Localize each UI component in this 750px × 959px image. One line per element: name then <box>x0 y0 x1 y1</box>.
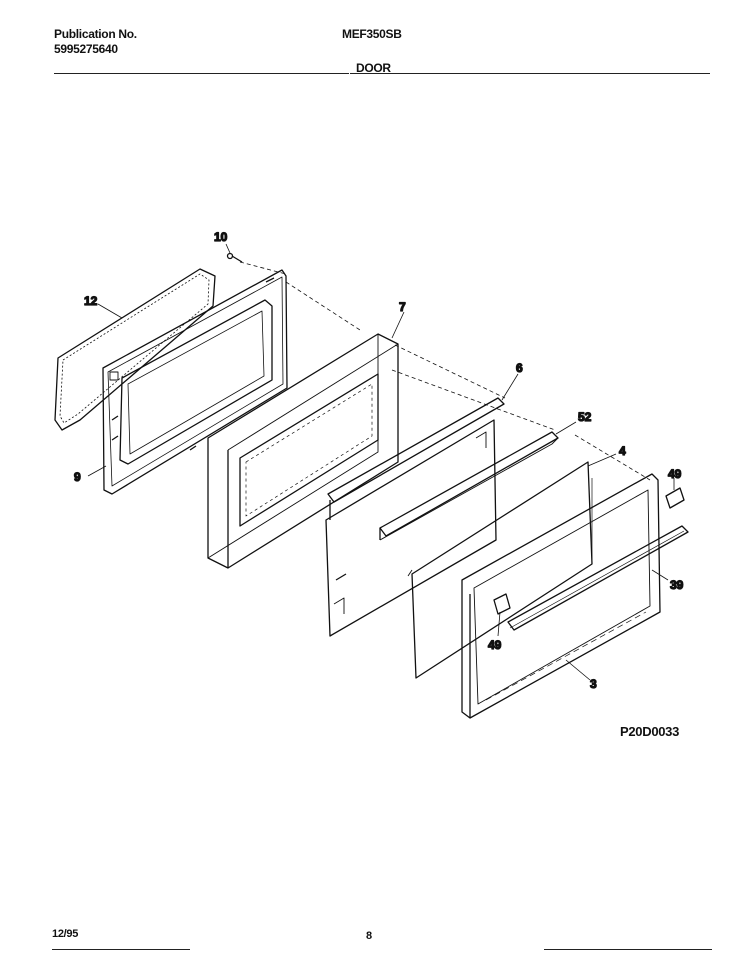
callout-4: 4 <box>619 444 626 458</box>
header-rule-right <box>350 73 710 74</box>
footer-rule-left <box>52 949 190 950</box>
section-title: DOOR <box>356 61 391 75</box>
part-49-end-cap-right <box>665 487 685 509</box>
callout-7: 7 <box>399 300 406 314</box>
part-10-screw <box>226 252 243 263</box>
part-6-retainer <box>325 397 505 637</box>
callout-39: 39 <box>670 578 684 592</box>
publication-label: Publication No. <box>54 27 137 41</box>
callout-12: 12 <box>84 294 98 308</box>
footer-page-number: 8 <box>366 930 372 942</box>
callout-49-left: 49 <box>488 638 502 652</box>
callout-49-right: 49 <box>668 467 682 481</box>
drawing-code: P20D0033 <box>620 724 680 739</box>
callout-9: 9 <box>74 470 81 484</box>
assembly-axis-lines <box>239 261 651 481</box>
part-39-handle <box>507 525 689 631</box>
part-12-door-gasket <box>54 268 216 431</box>
part-9-inner-door-frame <box>102 269 288 495</box>
header-rule-left <box>54 73 349 74</box>
part-52-channel <box>379 431 559 541</box>
part-7-outer-door-panel <box>207 333 399 569</box>
part-49-end-cap-left <box>493 593 511 615</box>
footer-date: 12/95 <box>52 928 79 940</box>
publication-number: 5995275640 <box>54 42 118 56</box>
callout-52: 52 <box>578 410 592 424</box>
footer-rule-right <box>544 949 712 950</box>
part-4-glass <box>407 461 593 679</box>
callout-3: 3 <box>590 677 597 691</box>
leader-lines <box>87 243 675 681</box>
callout-6: 6 <box>516 361 523 375</box>
callout-10: 10 <box>214 230 228 244</box>
part-3-outer-frame <box>461 473 661 719</box>
model-number: MEF350SB <box>342 27 402 41</box>
